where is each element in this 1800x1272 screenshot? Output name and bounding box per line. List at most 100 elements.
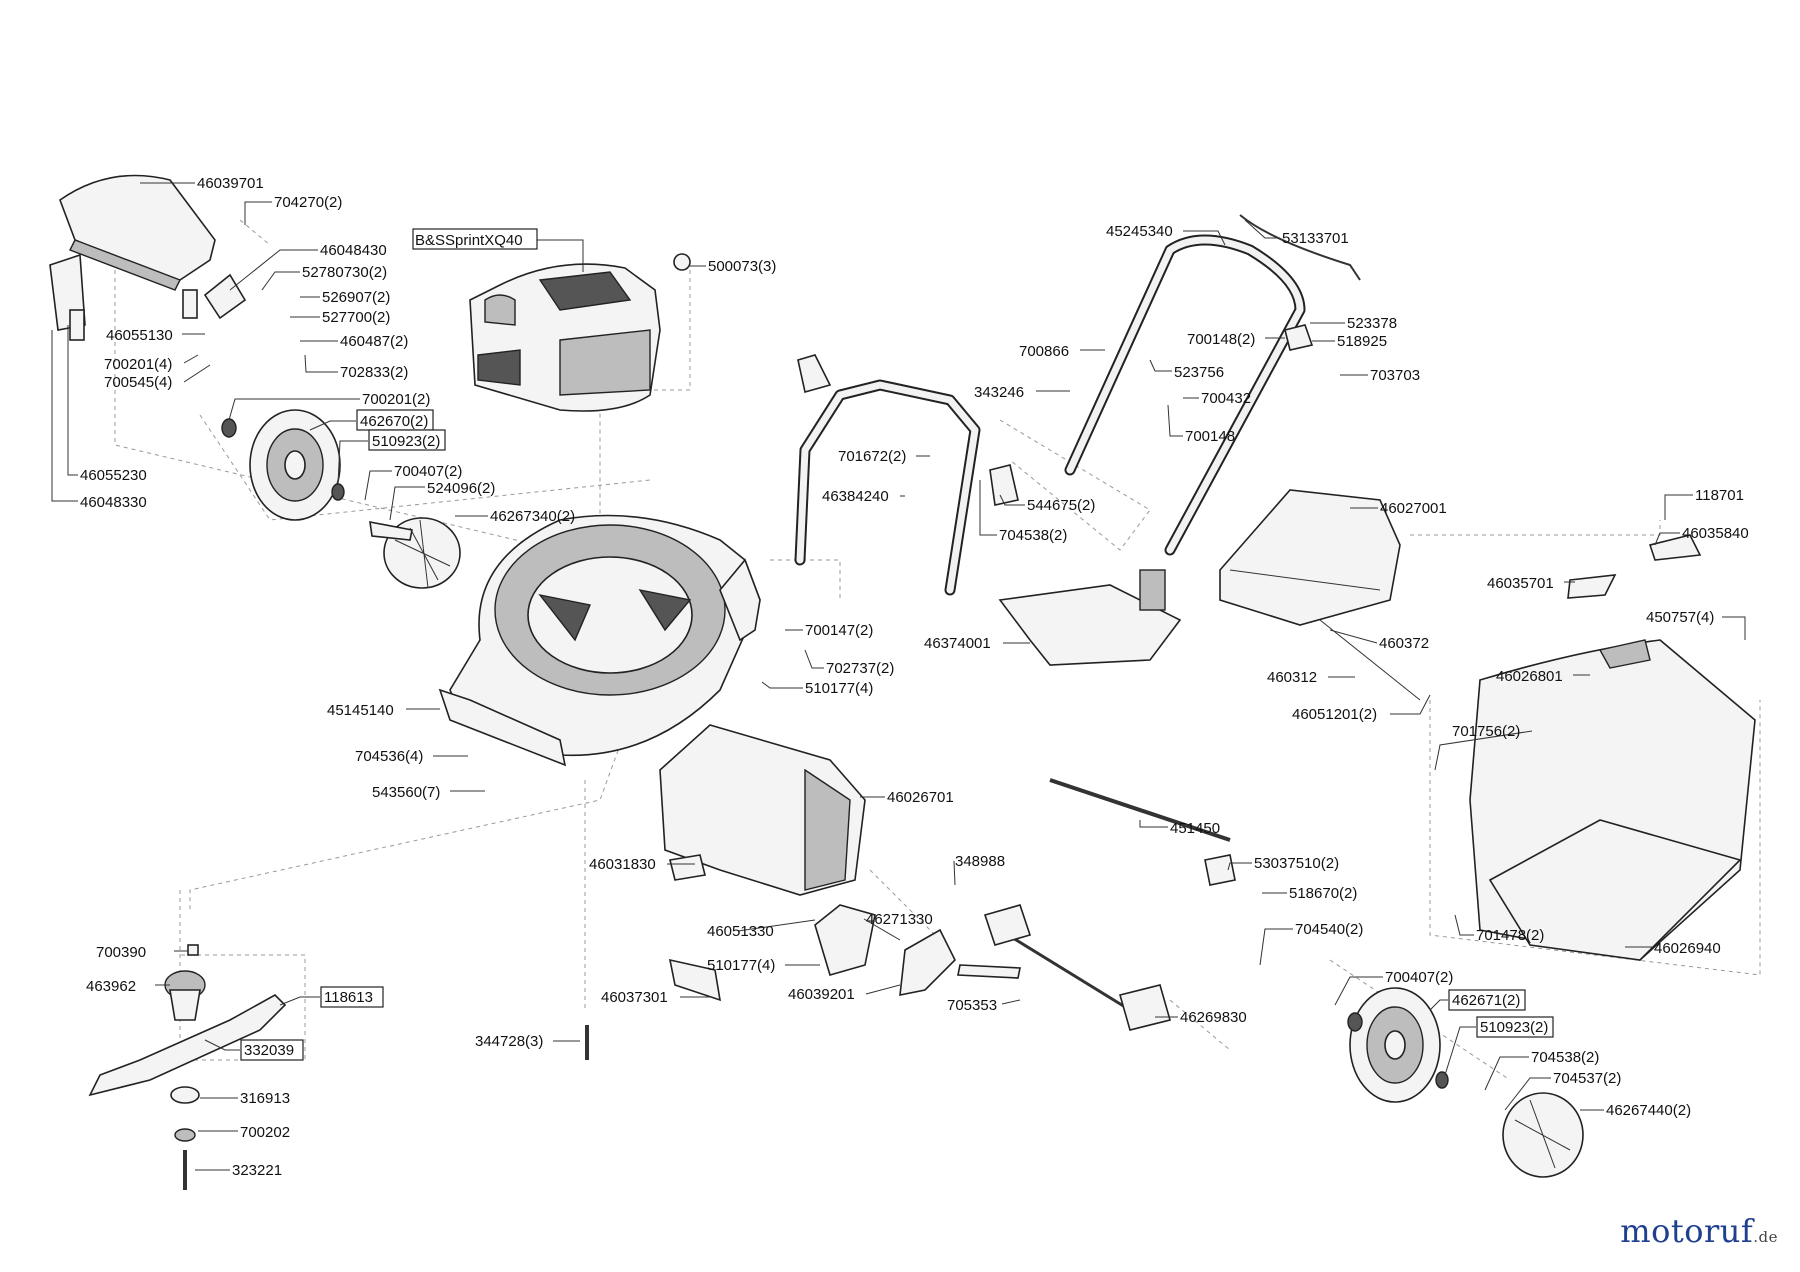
engine-unit (469, 253, 691, 412)
part-label: 46051201(2) (1292, 706, 1377, 723)
part-label: 524096(2) (427, 480, 495, 497)
part-label: 46269830 (1180, 1009, 1247, 1026)
part-label: 510177(4) (707, 957, 775, 974)
part-label: 52780730(2) (302, 264, 387, 281)
part-label: 704536(4) (355, 748, 423, 765)
part-label: 46055130 (106, 327, 173, 344)
part-label: 316913 (240, 1090, 290, 1107)
part-label: 701672(2) (838, 448, 906, 465)
part-label: 518670(2) (1289, 885, 1357, 902)
part-label: 527700(2) (322, 309, 390, 326)
part-label: 704537(2) (1553, 1070, 1621, 1087)
part-label: 450757(4) (1646, 609, 1714, 626)
part-label: 700147(2) (805, 622, 873, 639)
boxed-label-frame (368, 429, 446, 451)
grass-catcher (1469, 534, 1756, 961)
part-label: 702833(2) (340, 364, 408, 381)
part-label: 45145140 (327, 702, 394, 719)
boxed-label-frame (1476, 1016, 1554, 1038)
part-label: 704270(2) (274, 194, 342, 211)
part-label: 523378 (1347, 315, 1397, 332)
watermark-text: motoruf (1620, 1212, 1754, 1250)
part-label: 323221 (232, 1162, 282, 1179)
blade-assembly (88, 944, 589, 1190)
part-label: 705353 (947, 997, 997, 1014)
part-label: 703703 (1370, 367, 1420, 384)
part-label: 451450 (1170, 820, 1220, 837)
upper-handle (1064, 214, 1361, 556)
part-label: 46039201 (788, 986, 855, 1003)
part-label: 701478(2) (1476, 927, 1544, 944)
boxed-label-frame (412, 228, 538, 250)
part-label: 543560(7) (372, 784, 440, 801)
part-label: 46271330 (866, 911, 933, 928)
part-label: 343246 (974, 384, 1024, 401)
rear-chute (659, 724, 866, 896)
part-label: 510177(4) (805, 680, 873, 697)
boxed-label-frame (320, 986, 384, 1008)
part-label: 460487(2) (340, 333, 408, 350)
part-label: 700201(4) (104, 356, 172, 373)
part-label: 46055230 (80, 467, 147, 484)
part-label: 46048330 (80, 494, 147, 511)
part-label: 700390 (96, 944, 146, 961)
part-label: 45245340 (1106, 223, 1173, 240)
grass-guide (998, 569, 1182, 666)
part-label: 462670(2) (360, 413, 428, 430)
watermark-suffix: .de (1753, 1228, 1778, 1246)
part-label: 46384240 (822, 488, 889, 505)
part-label: 332039 (244, 1042, 294, 1059)
part-label: 500073(3) (708, 258, 776, 275)
part-label: 348988 (955, 853, 1005, 870)
part-label: 118613 (324, 989, 373, 1006)
part-label: 700202 (240, 1124, 290, 1141)
part-label: 700407(2) (394, 463, 462, 480)
part-label: 46026801 (1496, 668, 1563, 685)
part-label: 46048430 (320, 242, 387, 259)
part-label: 463962 (86, 978, 136, 995)
lower-handle (794, 354, 1019, 596)
part-label: 46026701 (887, 789, 954, 806)
part-label: 700432 (1201, 390, 1251, 407)
part-labels: 46039701 704270(2) 46048430 52780730(2) … (51, 175, 1749, 1179)
part-label: 523756 (1174, 364, 1224, 381)
part-label: 704538(2) (999, 527, 1067, 544)
part-label: 46051330 (707, 923, 774, 940)
part-label: 700866 (1019, 343, 1069, 360)
part-label: 46035840 (1682, 525, 1749, 542)
part-label: 46031830 (589, 856, 656, 873)
mower-deck (438, 514, 761, 767)
part-label: 118701 (1695, 487, 1744, 504)
part-label: 462671(2) (1452, 992, 1520, 1009)
boxed-label-frame (1448, 989, 1526, 1011)
part-label: 700201(2) (362, 391, 430, 408)
part-label: 518925 (1337, 333, 1387, 350)
rear-flap (1219, 489, 1421, 701)
part-label: 510923(2) (1480, 1019, 1548, 1036)
part-label: 510923(2) (372, 433, 440, 450)
rear-axle (899, 778, 1236, 1031)
watermark-logo: motoruf.de (1620, 1212, 1778, 1250)
part-label: 46035701 (1487, 575, 1554, 592)
part-label: 344728(3) (475, 1033, 543, 1050)
part-label: 700148 (1185, 428, 1235, 445)
part-label: 46267440(2) (1606, 1102, 1691, 1119)
part-label: 700148(2) (1187, 331, 1255, 348)
boxed-label-frame (240, 1039, 304, 1061)
rear-right-wheel (1347, 987, 1584, 1178)
part-label: 46267340(2) (490, 508, 575, 525)
chute-brackets (668, 854, 876, 1002)
part-label: 46037301 (601, 989, 668, 1006)
part-label: 702737(2) (826, 660, 894, 677)
part-label: 700545(4) (104, 374, 172, 391)
part-label: 46027001 (1380, 500, 1447, 517)
part-label: 700407(2) (1385, 969, 1453, 986)
front-left-wheel (221, 409, 461, 589)
part-label: 704538(2) (1531, 1049, 1599, 1066)
front-cover (49, 174, 247, 341)
part-label: 46374001 (924, 635, 991, 652)
part-label: 53037510(2) (1254, 855, 1339, 872)
part-label: B&SSprintXQ40 (415, 232, 523, 249)
part-label: 544675(2) (1027, 497, 1095, 514)
